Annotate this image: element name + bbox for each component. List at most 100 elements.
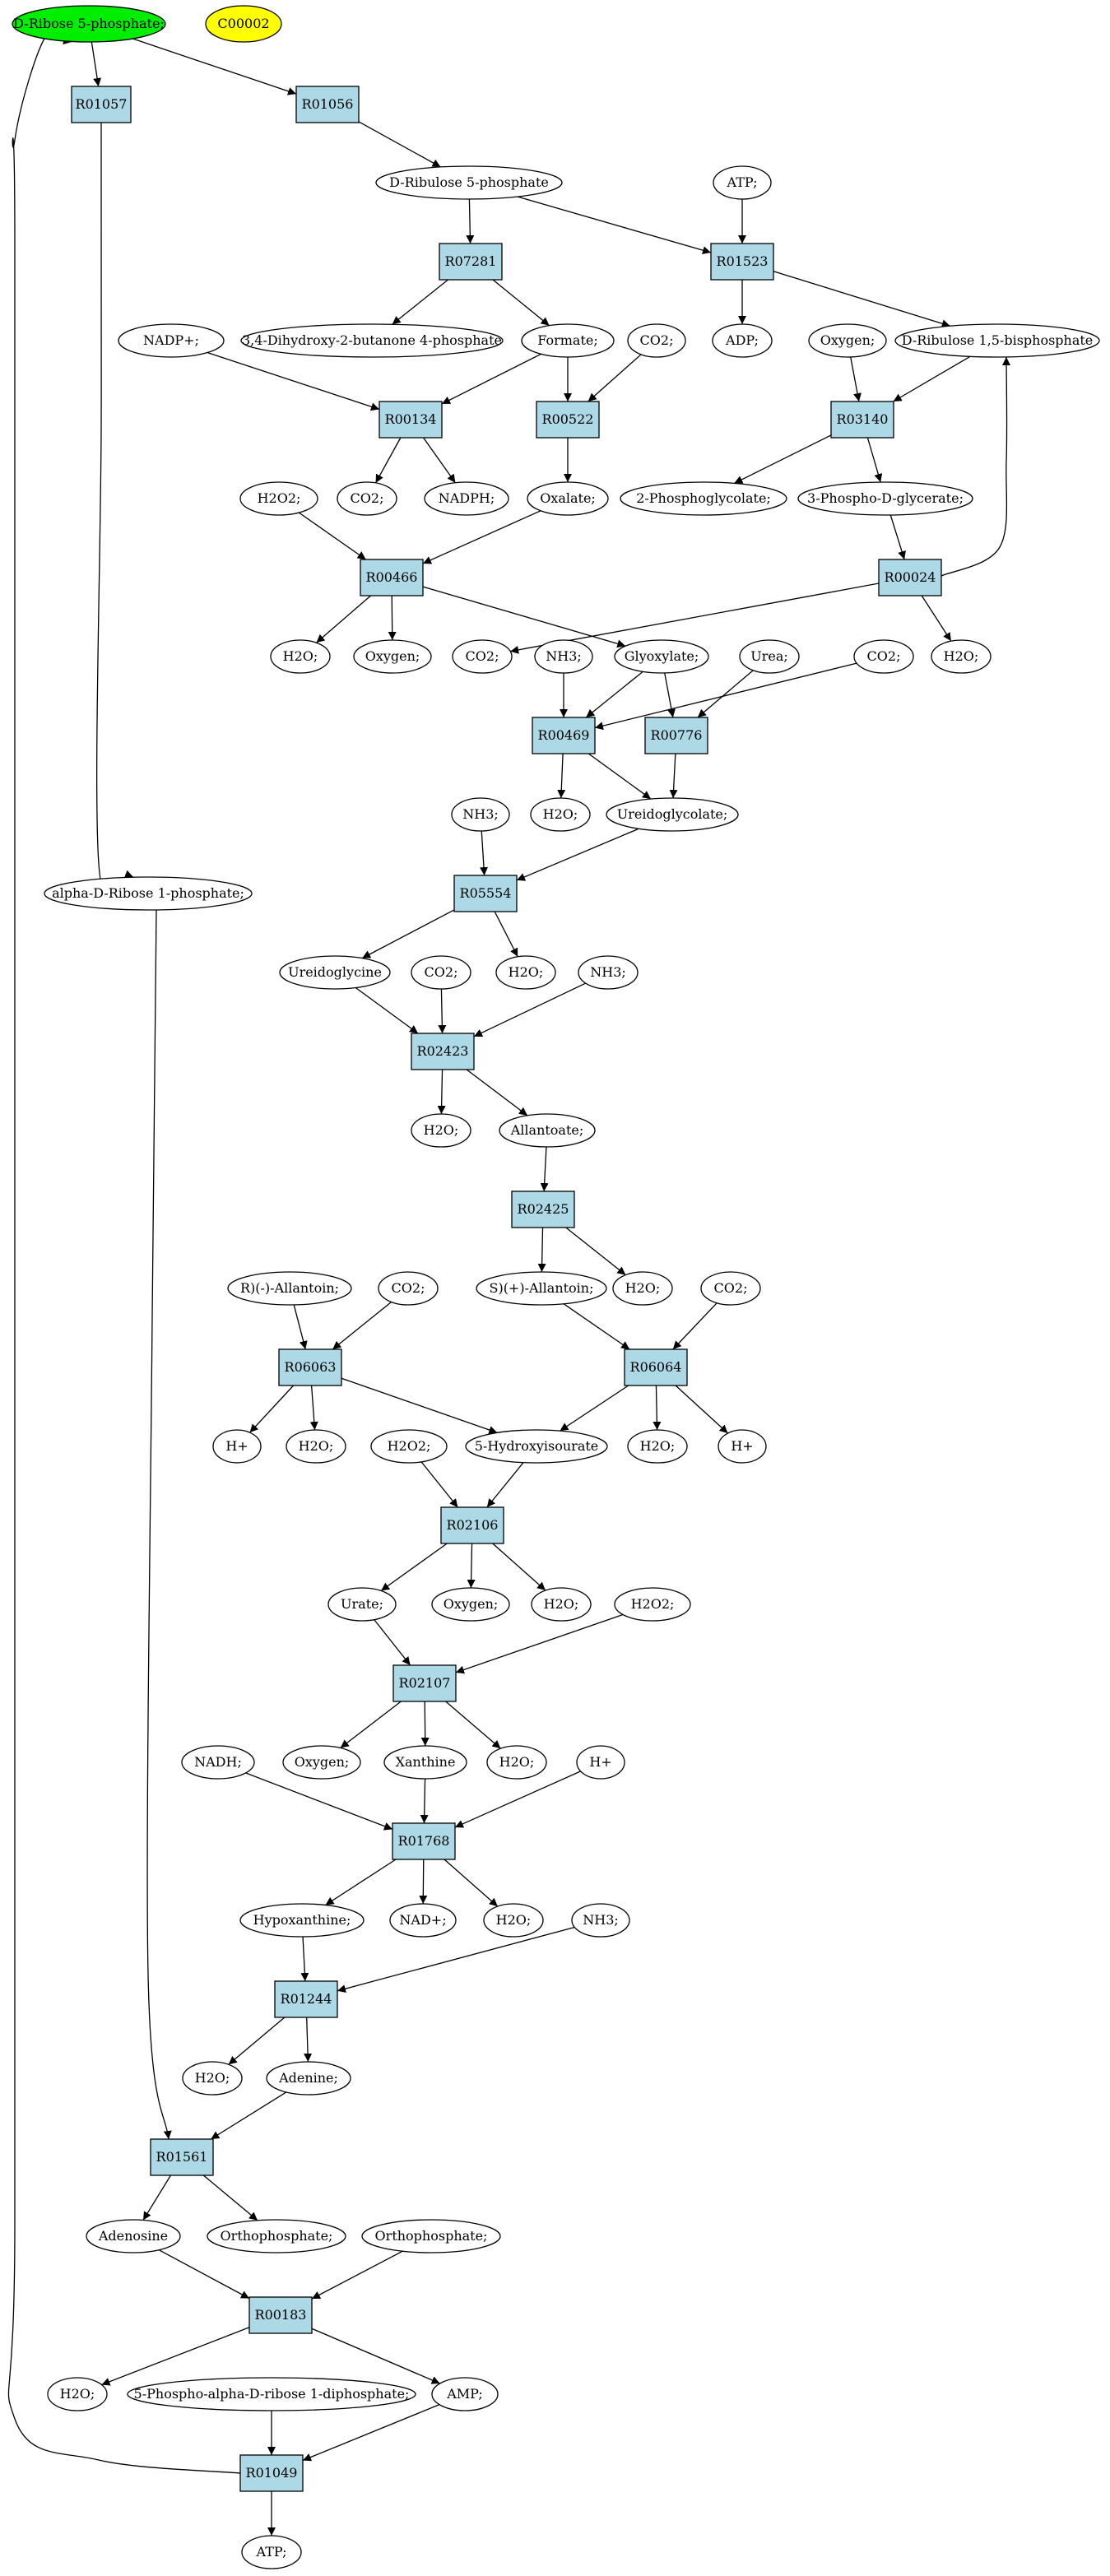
node-label: CO2;: [640, 332, 674, 348]
reaction-node-r01768[interactable]: R01768: [392, 1822, 456, 1860]
compound-node-c-5hiu[interactable]: 5-Hydroxyisourate: [465, 1429, 608, 1464]
compound-node-c-rib5p[interactable]: D-Ribose 5-phosphate;: [12, 5, 166, 43]
reaction-node-r02106[interactable]: R02106: [440, 1506, 504, 1544]
compound-node-c-h2ob[interactable]: H2O;: [931, 639, 992, 674]
compound-node-c-xanthine[interactable]: Xanthine: [383, 1745, 467, 1780]
compound-node-c-oxy4[interactable]: Oxygen;: [282, 1745, 361, 1780]
reaction-node-r00522[interactable]: R00522: [536, 401, 600, 439]
reaction-node-r06064[interactable]: R06064: [624, 1348, 688, 1386]
compound-node-c-hplus1[interactable]: H+: [212, 1429, 262, 1464]
compound-node-c-adenosine[interactable]: Adenosine: [86, 2219, 181, 2253]
reaction-node-r00183[interactable]: R00183: [248, 2296, 313, 2334]
reaction-node-r01049[interactable]: R01049: [239, 2454, 304, 2492]
compound-node-c-co2a[interactable]: CO2;: [627, 323, 686, 358]
compound-node-c-hplus3[interactable]: H+: [576, 1745, 625, 1780]
edge-r06064-to-c-h2oh: [653, 1385, 662, 1431]
reaction-node-r00134[interactable]: R00134: [379, 401, 443, 439]
compound-node-c-oxy1[interactable]: Oxygen;: [808, 323, 887, 358]
reaction-node-r00024[interactable]: R00024: [878, 559, 942, 596]
compound-ellipse: [530, 797, 591, 832]
compound-node-c-formate[interactable]: Formate;: [521, 323, 615, 358]
compound-node-c-nad[interactable]: NAD+;: [389, 1903, 457, 1938]
compound-node-c-ureidogly[interactable]: Ureidoglycine: [279, 955, 391, 990]
compound-node-c-nh3c[interactable]: NH3;: [578, 955, 639, 990]
compound-node-c-h2oj[interactable]: H2O;: [486, 1745, 547, 1780]
compound-node-c-ar1p[interactable]: alpha-D-Ribose 1-phosphate;: [44, 876, 253, 911]
compound-node-c-adp[interactable]: ADP;: [712, 323, 773, 358]
compound-node-c-dhbp[interactable]: 3,4-Dihydroxy-2-butanone 4-phosphate: [240, 323, 504, 358]
compound-node-c-h2od[interactable]: H2O;: [495, 955, 556, 990]
compound-node-c-co2b[interactable]: CO2;: [337, 481, 397, 516]
compound-node-c-nadph[interactable]: NADPH;: [424, 481, 509, 516]
compound-node-c-3pg[interactable]: 3-Phospho-D-glycerate;: [797, 481, 973, 516]
compound-node-c-ru5p[interactable]: D-Ribulose 5-phosphate: [375, 165, 563, 200]
reaction-node-r05554[interactable]: R05554: [453, 875, 518, 912]
compound-node-c-rallantoin[interactable]: R)(-)-Allantoin;: [227, 1271, 352, 1306]
compound-node-c-nadp[interactable]: NADP+;: [118, 323, 225, 358]
compound-node-c-orthop2[interactable]: Orthophosphate;: [361, 2219, 501, 2253]
compound-node-c-h2ol[interactable]: H2O;: [182, 2061, 243, 2096]
compound-node-c-2pg[interactable]: 2-Phosphoglycolate;: [620, 481, 787, 516]
compound-node-c-rubp[interactable]: D-Ribulose 1,5-bisphosphate: [894, 323, 1100, 358]
compound-node-c-amp[interactable]: AMP;: [431, 2377, 499, 2411]
compound-node-c-orthop1[interactable]: Orthophosphate;: [207, 2219, 346, 2253]
node-label: R07281: [445, 253, 497, 269]
compound-node-c-oxy3[interactable]: Oxygen;: [431, 1587, 510, 1622]
node-label: H2O;: [60, 2386, 95, 2402]
reaction-node-r00466[interactable]: R00466: [360, 559, 424, 596]
compound-node-c-h2oa[interactable]: H2O;: [270, 639, 331, 674]
reaction-node-r02423[interactable]: R02423: [411, 1033, 475, 1070]
node-label: D-Ribose 5-phosphate;: [13, 16, 165, 31]
compound-node-c-h2ok[interactable]: H2O;: [483, 1903, 544, 1938]
reaction-node-r06063[interactable]: R06063: [278, 1348, 342, 1386]
compound-ellipse: [712, 323, 773, 358]
compound-node-c-h2oi[interactable]: H2O;: [531, 1587, 592, 1622]
reaction-node-r01056[interactable]: R01056: [295, 86, 360, 123]
compound-node-c-h2oh[interactable]: H2O;: [627, 1429, 688, 1464]
reaction-node-r00469[interactable]: R00469: [532, 717, 596, 754]
edge-r00469-to-c-ureidogc: [588, 753, 652, 800]
compound-node-c-nh3d[interactable]: NH3;: [571, 1903, 630, 1938]
compound-node-c-nadh[interactable]: NADH;: [181, 1745, 255, 1780]
compound-node-c-nh3a[interactable]: NH3;: [534, 639, 593, 674]
compound-node-c-co2c[interactable]: CO2;: [452, 639, 513, 674]
compound-node-c-h2o2c[interactable]: H2O2;: [614, 1587, 691, 1622]
reaction-node-r02107[interactable]: R02107: [392, 1664, 457, 1702]
compound-node-c-h2oc[interactable]: H2O;: [530, 797, 591, 832]
compound-node-c-prpp[interactable]: 5-Phospho-alpha-D-ribose 1-diphosphate;: [127, 2377, 416, 2411]
compound-node-c-h2o2a[interactable]: H2O2;: [239, 481, 318, 516]
reaction-node-r01523[interactable]: R01523: [710, 243, 774, 281]
compound-node-c-h2om[interactable]: H2O;: [47, 2377, 108, 2411]
compound-node-c-c00002[interactable]: C00002: [205, 5, 282, 43]
reaction-node-r07281[interactable]: R07281: [439, 243, 503, 281]
compound-node-c-glyox[interactable]: Glyoxylate;: [614, 639, 709, 674]
compound-node-c-co2f[interactable]: CO2;: [378, 1271, 439, 1306]
compound-node-c-oxalate[interactable]: Oxalate;: [527, 481, 609, 516]
compound-node-c-urate[interactable]: Urate;: [327, 1587, 397, 1622]
reaction-node-r03140[interactable]: R03140: [830, 401, 894, 439]
reaction-node-r01244[interactable]: R01244: [274, 1980, 338, 2018]
compound-node-c-sallantoin[interactable]: S)(+)-Allantoin;: [476, 1271, 607, 1306]
compound-node-c-urea[interactable]: Urea;: [739, 639, 800, 674]
compound-node-c-hypox[interactable]: Hypoxanthine;: [239, 1903, 365, 1938]
compound-node-c-nh3b[interactable]: NH3;: [451, 797, 510, 832]
compound-node-c-atp2[interactable]: ATP;: [241, 2535, 302, 2569]
compound-node-c-adenine[interactable]: Adenine;: [266, 2061, 351, 2096]
compound-node-c-oxy2[interactable]: Oxygen;: [353, 639, 432, 674]
reaction-node-r02425[interactable]: R02425: [511, 1191, 575, 1228]
compound-node-c-co2d[interactable]: CO2;: [853, 639, 914, 674]
compound-node-c-h2og[interactable]: H2O;: [286, 1429, 346, 1464]
compound-node-c-allantoate[interactable]: Allantoate;: [499, 1113, 596, 1148]
reaction-node-r01057[interactable]: R01057: [71, 86, 132, 123]
compound-node-c-co2g[interactable]: CO2;: [700, 1271, 761, 1306]
compound-node-c-h2o2b[interactable]: H2O2;: [370, 1429, 448, 1464]
compound-node-c-co2e[interactable]: CO2;: [411, 955, 471, 990]
reaction-node-r00776[interactable]: R00776: [644, 717, 708, 754]
compound-node-c-h2oe[interactable]: H2O;: [411, 1113, 471, 1148]
compound-node-c-ureidogc[interactable]: Ureidoglycolate;: [606, 797, 739, 832]
reaction-node-r01561[interactable]: R01561: [150, 2138, 214, 2176]
compound-ellipse: [808, 323, 887, 358]
compound-node-c-hplus2[interactable]: H+: [718, 1429, 767, 1464]
compound-node-c-atp1[interactable]: ATP;: [713, 165, 772, 200]
compound-node-c-h2of[interactable]: H2O;: [612, 1271, 673, 1306]
